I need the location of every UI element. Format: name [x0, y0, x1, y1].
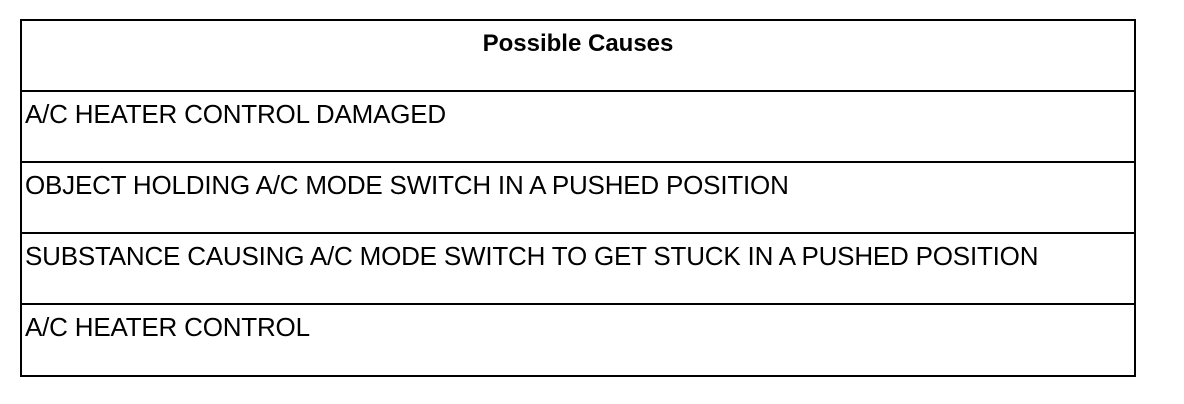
- table-row: A/C HEATER CONTROL DAMAGED: [22, 92, 1134, 163]
- table-row: SUBSTANCE CAUSING A/C MODE SWITCH TO GET…: [22, 234, 1134, 305]
- cause-cell: A/C HEATER CONTROL DAMAGED: [25, 99, 446, 129]
- table-header-row: Possible Causes: [22, 21, 1134, 92]
- table-row: OBJECT HOLDING A/C MODE SWITCH IN A PUSH…: [22, 163, 1134, 234]
- possible-causes-table: Possible Causes A/C HEATER CONTROL DAMAG…: [20, 19, 1136, 377]
- cause-cell: SUBSTANCE CAUSING A/C MODE SWITCH TO GET…: [25, 241, 1039, 271]
- table-row: A/C HEATER CONTROL: [22, 305, 1134, 375]
- table-header: Possible Causes: [482, 30, 674, 57]
- cause-cell: OBJECT HOLDING A/C MODE SWITCH IN A PUSH…: [25, 170, 789, 200]
- cause-cell: A/C HEATER CONTROL: [25, 312, 310, 342]
